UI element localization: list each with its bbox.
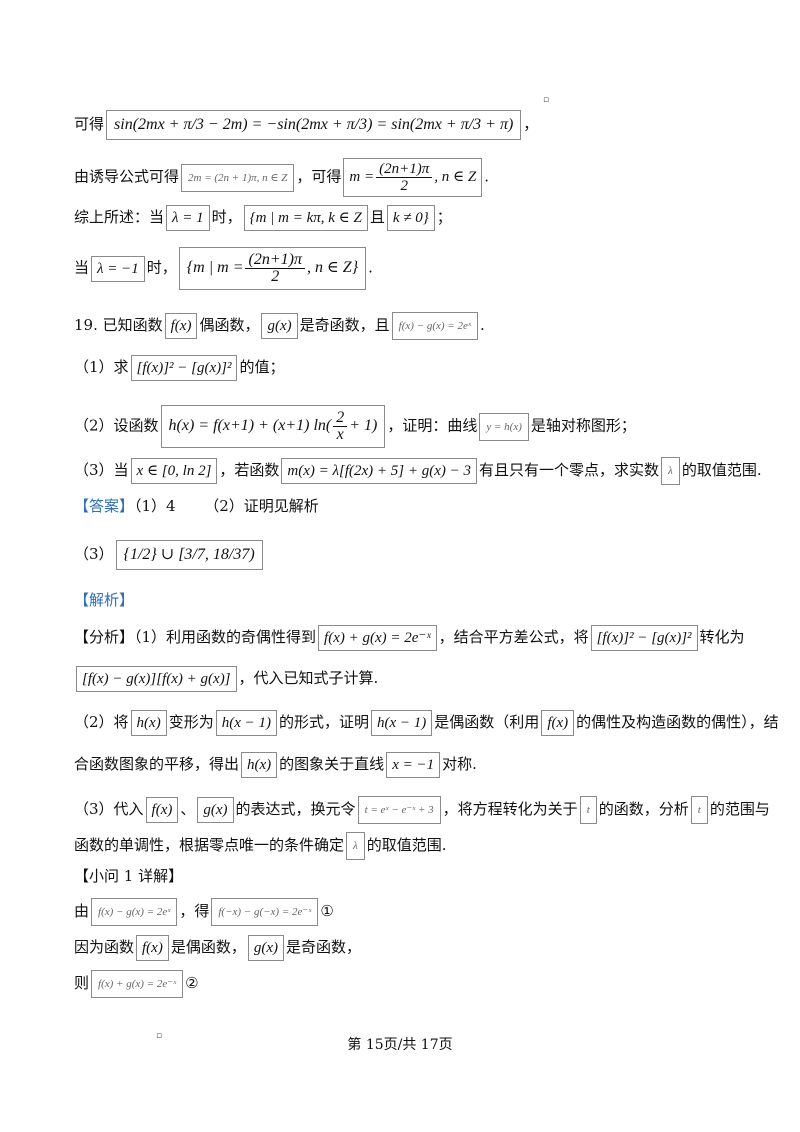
- math-2m-equation: 2m = (2n + 1)π, n ∈ Z: [181, 163, 295, 192]
- math-gx: g(x): [261, 313, 298, 339]
- math-gx-c: g(x): [247, 935, 285, 961]
- math-factored-product: [f(x) − g(x)][f(x) + g(x)]: [76, 666, 237, 692]
- answer-line: 【答案】（1）4 （2）证明见解析: [74, 497, 319, 515]
- math-lambda-1: λ = 1: [166, 205, 210, 231]
- math-lambda-minus-1: λ = −1: [91, 255, 145, 282]
- math-h-x-minus-1-b: h(x − 1): [371, 710, 433, 736]
- math-fx-b: f(x): [541, 710, 575, 736]
- analysis-heading: 【解析】: [74, 591, 135, 609]
- math-x-interval: x ∈ [0, ln 2]: [130, 458, 218, 484]
- math-curve-y-hx: y = h(x): [479, 412, 529, 441]
- sub-question-1-heading: 【小问 1 详解】: [74, 867, 184, 885]
- math-square-difference-2: [f(x)]² − [g(x)]²: [590, 625, 698, 651]
- math-fx-c: f(x): [145, 797, 179, 823]
- math-t: t: [579, 796, 597, 824]
- math-sin-identity: sin(2mx + π/3 − 2m) = −sin(2mx + π/3) = …: [106, 110, 522, 140]
- anchor-mark-bottom: ▫: [156, 1031, 163, 1041]
- math-gx-b: g(x): [197, 797, 234, 823]
- answer-label: 【答案】: [74, 497, 135, 515]
- math-fx-d: f(x): [136, 935, 169, 961]
- math-h-x-minus-1: h(x − 1): [215, 710, 277, 736]
- math-substitution-t: t = eˣ − e⁻ˣ + 3: [357, 796, 441, 824]
- math-t-b: t: [690, 796, 708, 824]
- math-mx-definition: m(x) = λ[f(2x) + 5] + g(x) − 3: [281, 458, 478, 484]
- math-lambda: λ: [661, 457, 680, 485]
- math-lambda-b: λ: [346, 832, 365, 860]
- math-hx: h(x): [130, 710, 167, 736]
- page-footer: 第 15页/共 17页: [347, 1037, 453, 1053]
- analysis-line-2: [f(x) − g(x)][f(x) + g(x)]，代入已知式子计算.: [74, 666, 378, 692]
- math-sum-equation: f(x) + g(x) = 2e⁻ˣ: [318, 625, 437, 651]
- math-line-x-minus-1: x = −1: [386, 752, 441, 778]
- math-lambda-range: {1/2} ∪ [3/7, 18/37): [115, 540, 263, 570]
- answer-part-3: （3）{1/2} ∪ [3/7, 18/37): [74, 540, 265, 570]
- math-square-difference: [f(x)]² − [g(x)]²: [130, 355, 238, 381]
- math-given-equation-b: f(x) − g(x) = 2eˣ: [91, 898, 178, 926]
- math-given-equation: f(x) − g(x) = 2eˣ: [391, 312, 478, 340]
- math-k-neq-0: k ≠ 0}: [386, 205, 435, 231]
- math-negated-equation: f(−x) − g(−x) = 2e⁻ˣ: [211, 898, 319, 926]
- math-hx-b: h(x): [241, 752, 278, 778]
- math-sum-equation-b: f(x) + g(x) = 2e⁻ˣ: [91, 970, 184, 998]
- math-set-k-pi: {m | m = kπ, k ∈ Z: [243, 205, 368, 231]
- math-fx: f(x): [164, 313, 198, 339]
- anchor-mark-top: ▫: [543, 95, 550, 105]
